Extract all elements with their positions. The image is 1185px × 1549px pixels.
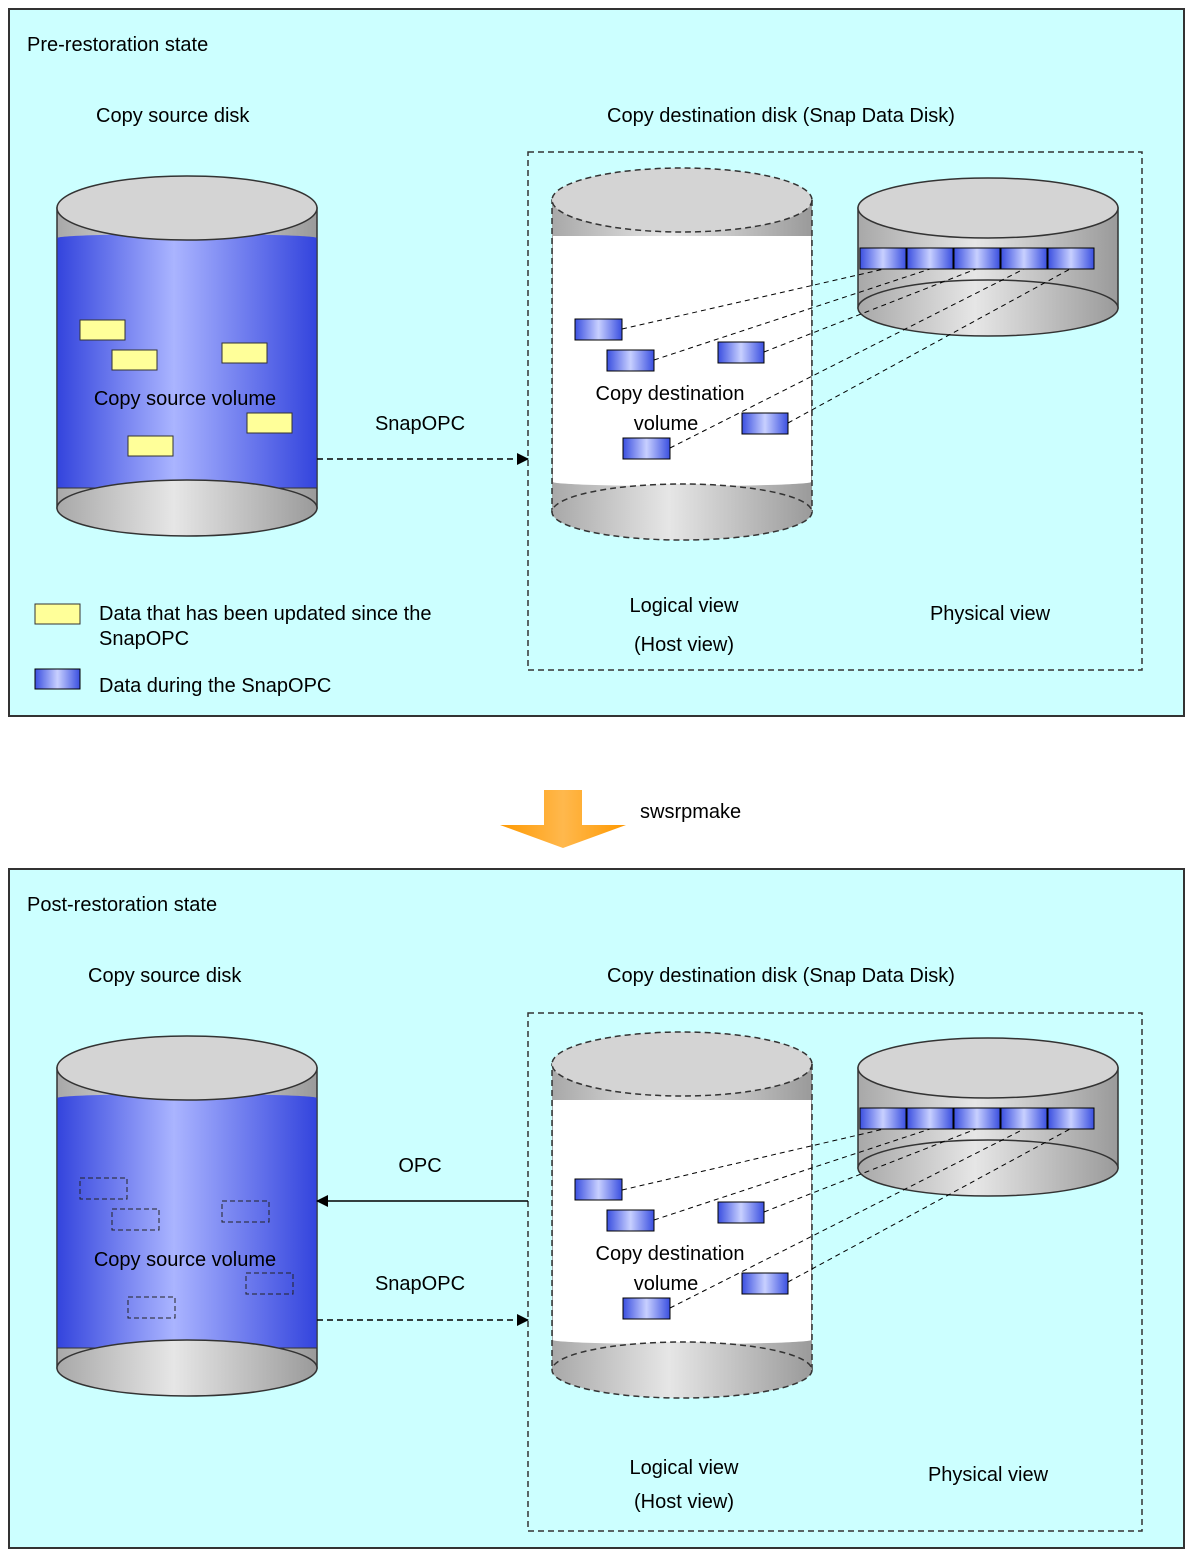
source-volume-label: Copy source volume — [94, 1249, 276, 1271]
dest-logical-cylinder — [551, 167, 813, 541]
transition: swsrpmake — [500, 790, 741, 848]
snap-block — [574, 318, 623, 341]
source-disk-cylinder — [56, 1035, 318, 1397]
dest-disk-frame — [527, 151, 1143, 671]
dest-physical-cylinder — [857, 177, 1119, 337]
dest-physical-cylinder — [857, 1037, 1119, 1197]
snapopc-label: SnapOPC — [375, 413, 465, 435]
opc-label: OPC — [398, 1155, 441, 1177]
snap-block — [606, 349, 655, 372]
snap-block — [741, 1272, 789, 1295]
snap-block — [622, 437, 671, 460]
dest-volume-label-line1: Copy destination — [596, 1243, 745, 1265]
source-volume-label: Copy source volume — [94, 388, 276, 410]
legend-during-swatch — [34, 668, 81, 690]
dest-volume-label-line1: Copy destination — [596, 383, 745, 405]
updated-block — [79, 319, 126, 341]
restored-blocks — [79, 1177, 294, 1319]
panel-title: Pre-restoration state — [27, 34, 208, 56]
mapping-lines — [621, 268, 1071, 449]
logical-view-label: Logical view — [630, 595, 740, 617]
dest-disk-label: Copy destination disk (Snap Data Disk) — [607, 105, 955, 127]
snap-block — [717, 341, 765, 364]
dest-logical-cylinder — [551, 1031, 813, 1399]
snap-block — [741, 412, 789, 435]
panel-title: Post-restoration state — [27, 894, 217, 916]
updated-block — [127, 435, 174, 457]
legend-updated-line2: SnapOPC — [99, 628, 189, 650]
down-arrow-icon — [500, 790, 626, 848]
legend-updated-line1: Data that has been updated since the — [99, 603, 431, 625]
pre-restoration-panel: Pre-restoration state Copy source disk C… — [8, 8, 1185, 717]
physical-snap-blocks — [859, 247, 1095, 270]
snapopc-label: SnapOPC — [375, 1273, 465, 1295]
dest-volume-label-line2: volume — [634, 1273, 698, 1295]
updated-block — [111, 349, 158, 371]
restored-block-outline — [221, 1200, 270, 1223]
updated-block — [246, 412, 293, 434]
snap-block — [574, 1178, 623, 1201]
physical-view-label: Physical view — [930, 603, 1051, 625]
source-disk-label: Copy source disk — [88, 965, 242, 987]
transition-label: swsrpmake — [640, 801, 741, 823]
dest-disk-label: Copy destination disk (Snap Data Disk) — [607, 965, 955, 987]
physical-view-label: Physical view — [928, 1464, 1049, 1486]
legend: Data that has been updated since the Sna… — [34, 603, 431, 697]
restored-block-outline — [245, 1272, 294, 1295]
host-view-label: (Host view) — [634, 634, 734, 656]
restored-block-outline — [79, 1177, 128, 1200]
updated-blocks — [79, 319, 293, 457]
source-disk-label: Copy source disk — [96, 105, 250, 127]
logical-snap-blocks — [574, 1178, 789, 1320]
snap-block — [717, 1201, 765, 1224]
snap-block — [606, 1209, 655, 1232]
restored-block-outline — [127, 1296, 176, 1319]
host-view-label: (Host view) — [634, 1491, 734, 1513]
dest-volume-label-line2: volume — [634, 413, 698, 435]
legend-updated-swatch — [34, 603, 81, 625]
logical-snap-blocks — [574, 318, 789, 460]
logical-view-label: Logical view — [630, 1457, 740, 1479]
physical-snap-blocks — [859, 1107, 1095, 1130]
updated-block — [221, 342, 268, 364]
dest-disk-frame — [527, 1012, 1143, 1532]
snap-block — [622, 1297, 671, 1320]
source-disk-cylinder — [56, 175, 318, 537]
post-restoration-panel: Post-restoration state Copy source disk … — [8, 868, 1185, 1549]
legend-during-label: Data during the SnapOPC — [99, 675, 331, 697]
restored-block-outline — [111, 1208, 160, 1231]
mapping-lines — [621, 1128, 1071, 1309]
